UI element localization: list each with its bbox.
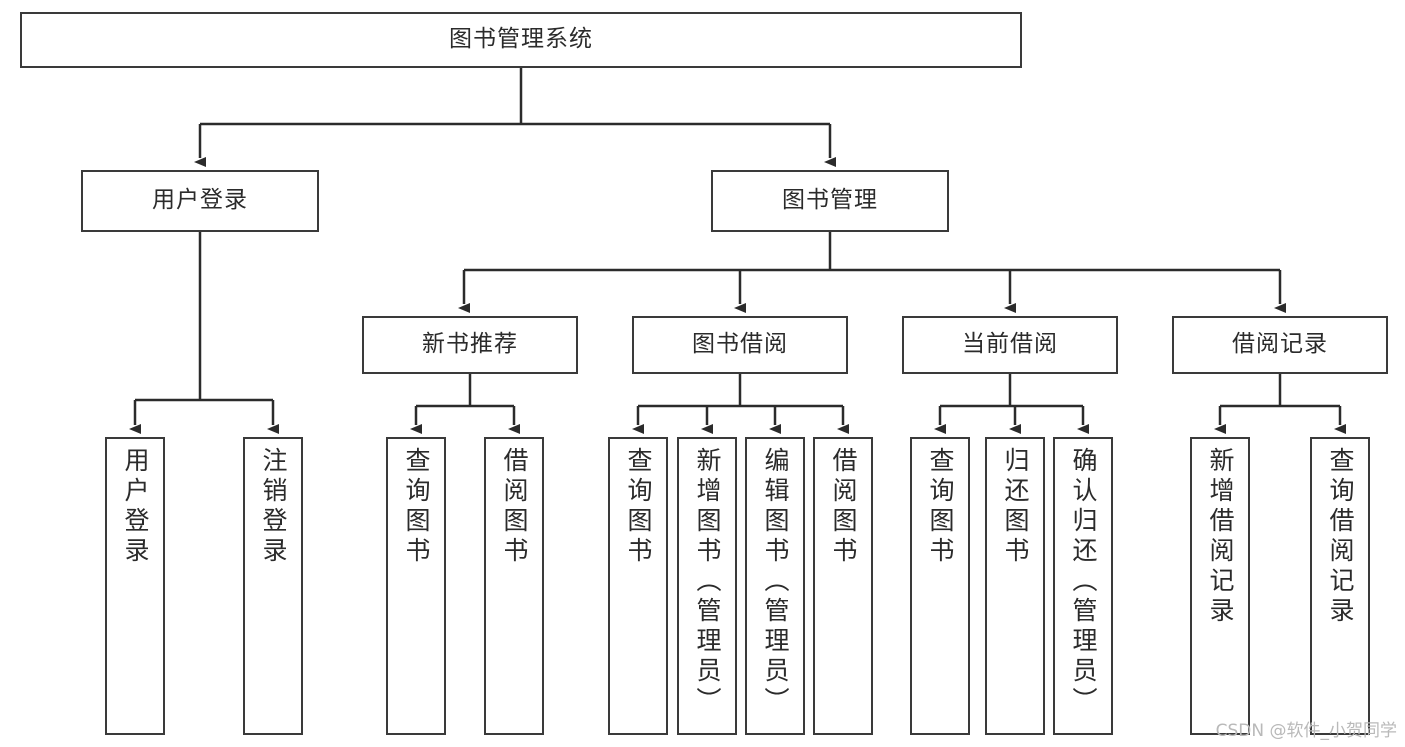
edge-group-user-login [129, 232, 279, 434]
leaf-query-books-current-label: 查询图书 [926, 447, 955, 567]
leaf-borrow-books-recommend[interactable]: 借阅图书 [484, 437, 544, 735]
edge-group-current-borrow [934, 374, 1089, 434]
leaf-user-login[interactable]: 用户登录 [105, 437, 165, 735]
leaf-borrow-books[interactable]: 借阅图书 [813, 437, 873, 735]
leaf-user-logout-label: 注销登录 [259, 447, 288, 567]
node-borrow-records-label: 借阅记录 [1232, 331, 1328, 358]
edge-group-root [194, 68, 836, 167]
leaf-query-books-borrow[interactable]: 查询图书 [608, 437, 668, 735]
leaf-user-logout[interactable]: 注销登录 [243, 437, 303, 735]
leaf-query-borrow-record-label: 查询借阅记录 [1326, 447, 1355, 627]
leaf-user-login-label: 用户登录 [121, 447, 150, 567]
edge-group-book-management [458, 232, 1286, 313]
leaf-query-books-recommend[interactable]: 查询图书 [386, 437, 446, 735]
leaf-add-book-admin[interactable]: 新增图书（管理员） [677, 437, 737, 735]
node-book-borrow-label: 图书借阅 [692, 331, 788, 358]
node-book-borrow[interactable]: 图书借阅 [632, 316, 848, 374]
leaf-query-borrow-record[interactable]: 查询借阅记录 [1310, 437, 1370, 735]
node-borrow-records[interactable]: 借阅记录 [1172, 316, 1388, 374]
node-current-borrow-label: 当前借阅 [962, 331, 1058, 358]
leaf-borrow-books-label: 借阅图书 [829, 447, 858, 567]
edge-group-new-book-recommend [410, 374, 520, 434]
leaf-query-books-current[interactable]: 查询图书 [910, 437, 970, 735]
edge-group-borrow-records [1214, 374, 1346, 434]
leaf-add-borrow-record[interactable]: 新增借阅记录 [1190, 437, 1250, 735]
edge-group-book-borrow [632, 374, 849, 434]
leaf-edit-book-admin-label: 编辑图书（管理员） [761, 447, 790, 717]
node-book-management[interactable]: 图书管理 [711, 170, 949, 232]
leaf-confirm-return-admin-label: 确认归还（管理员） [1069, 447, 1098, 717]
leaf-query-books-recommend-label: 查询图书 [402, 447, 431, 567]
leaf-edit-book-admin[interactable]: 编辑图书（管理员） [745, 437, 805, 735]
leaf-return-books[interactable]: 归还图书 [985, 437, 1045, 735]
node-current-borrow[interactable]: 当前借阅 [902, 316, 1118, 374]
node-book-management-label: 图书管理 [782, 187, 878, 214]
watermark-text: CSDN @软件_小贺同学 [1215, 721, 1397, 741]
leaf-borrow-books-recommend-label: 借阅图书 [500, 447, 529, 567]
leaf-query-books-borrow-label: 查询图书 [624, 447, 653, 567]
leaf-confirm-return-admin[interactable]: 确认归还（管理员） [1053, 437, 1113, 735]
node-root-label: 图书管理系统 [449, 26, 593, 53]
leaf-return-books-label: 归还图书 [1001, 447, 1030, 567]
node-new-book-recommend[interactable]: 新书推荐 [362, 316, 578, 374]
leaf-add-book-admin-label: 新增图书（管理员） [693, 447, 722, 717]
node-user-login-label: 用户登录 [152, 187, 248, 214]
leaf-add-borrow-record-label: 新增借阅记录 [1206, 447, 1235, 627]
node-root[interactable]: 图书管理系统 [20, 12, 1022, 68]
node-user-login[interactable]: 用户登录 [81, 170, 319, 232]
node-new-book-recommend-label: 新书推荐 [422, 331, 518, 358]
